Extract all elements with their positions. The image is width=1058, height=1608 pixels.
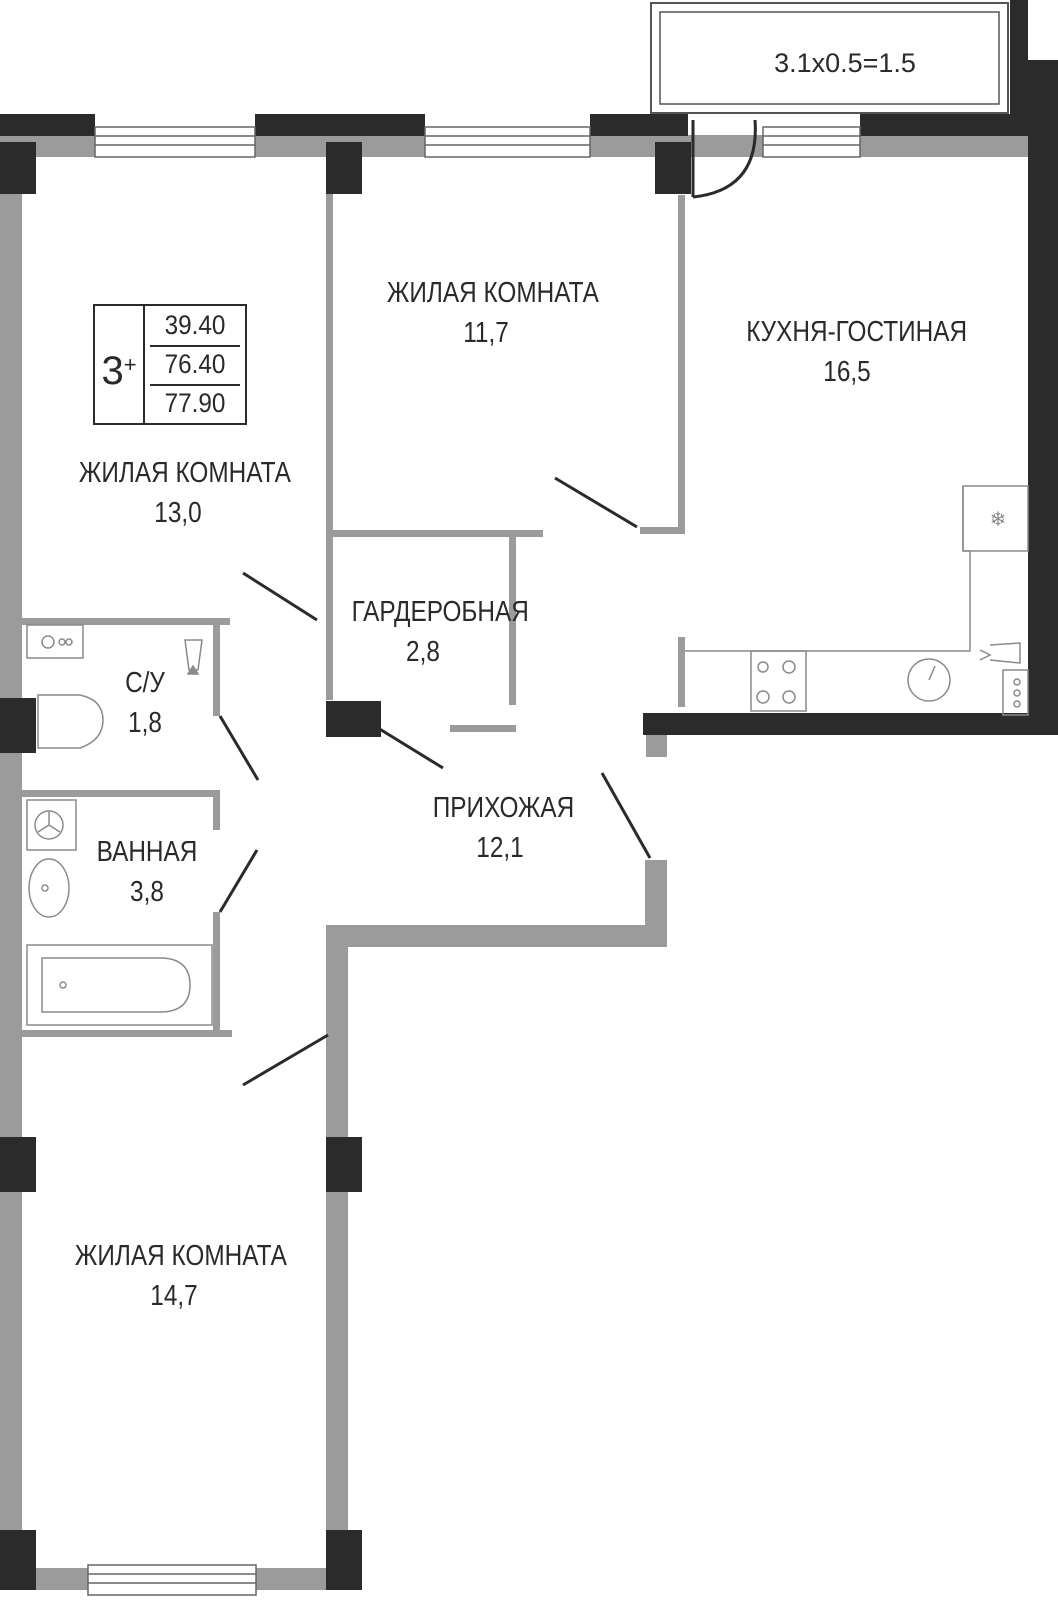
bathroom-fixtures (26, 624, 213, 1026)
living-area-value: 39.40 (150, 306, 240, 347)
total-area-with-balcony-value: 77.90 (164, 388, 226, 418)
kitchen-fixtures: ❄ (685, 485, 1029, 716)
apartment-info-badge: 3+ 39.40 76.40 77.90 (93, 304, 247, 425)
doors (218, 119, 757, 1087)
total-area-value: 76.40 (150, 345, 240, 386)
room-count: 3+ (95, 306, 145, 423)
balcony: 3.1x0.5=1.5 (650, 2, 1009, 114)
balcony-label: 3.1x0.5=1.5 (774, 48, 916, 78)
grey-walls (0, 135, 1028, 1590)
snowflake-icon: ❄ (990, 507, 1007, 531)
windows (87, 126, 861, 1596)
